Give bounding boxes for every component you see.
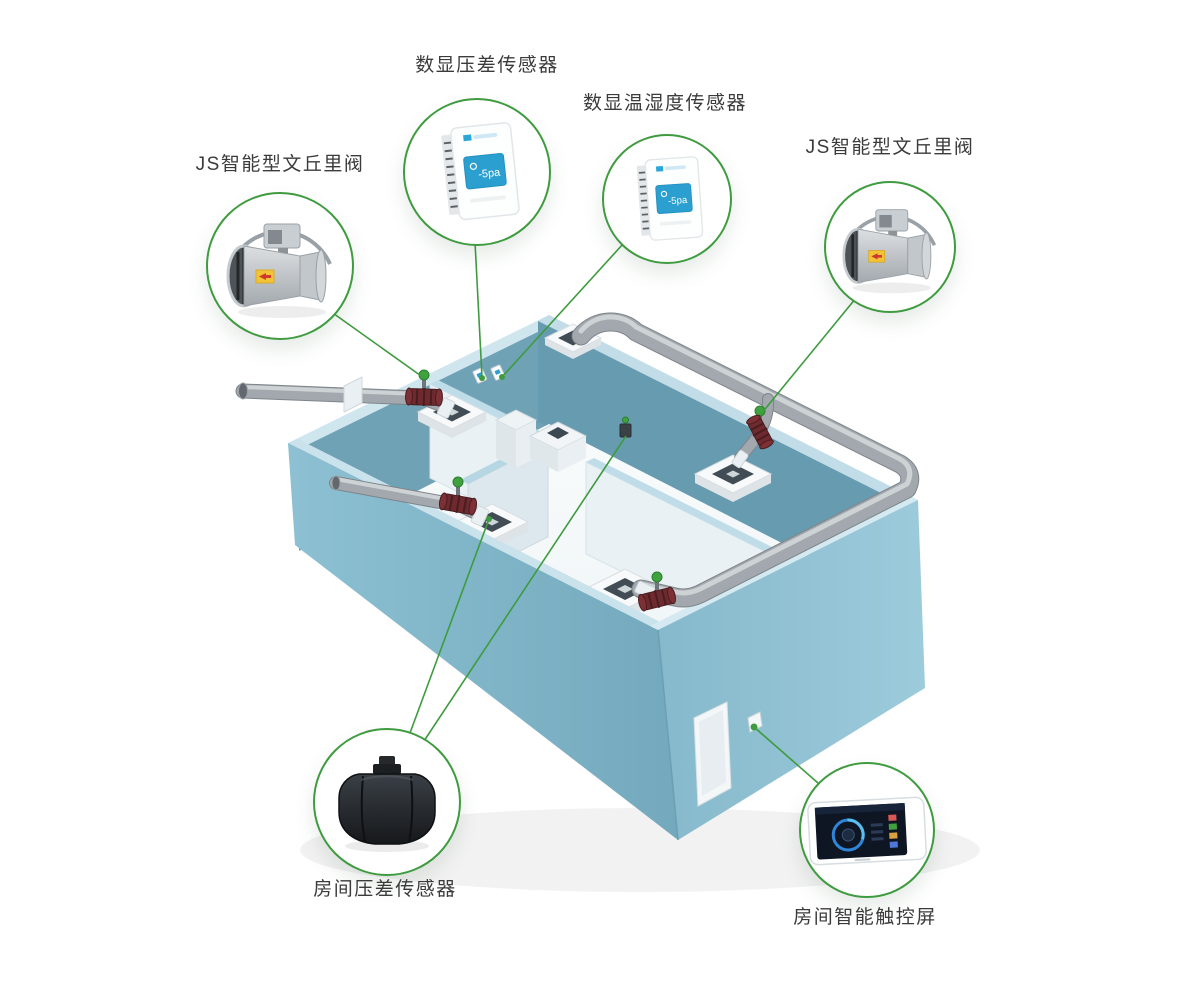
- label-digital-pressure-sensor: 数显压差传感器: [415, 55, 559, 76]
- room-pressure-sensor-image: [338, 756, 436, 852]
- room-valves: [404, 369, 774, 612]
- ahu-box2-slot: [547, 427, 569, 439]
- valve-bottom-middle: [637, 571, 677, 612]
- callout-room-touch-screen: [799, 762, 935, 898]
- label-venturi-valve-right: JS智能型文丘里阀: [805, 137, 975, 158]
- ahu-equipment: [494, 409, 588, 472]
- sensor-screen: [463, 152, 507, 190]
- callout-room-pressure-sensor: [313, 728, 461, 876]
- label-digital-temp-humidity-sensor: 数显温湿度传感器: [582, 93, 747, 114]
- connector-touch-screen: [753, 726, 819, 784]
- sensor-logo: [655, 165, 664, 172]
- digital-temp-humidity-sensor-image: -5pa: [636, 156, 704, 241]
- digital-pressure-sensor-image: -5pa: [441, 122, 520, 221]
- wall-corner-edge: [657, 629, 679, 841]
- valve-top-left: [404, 369, 444, 407]
- wall-top-se: [650, 496, 918, 630]
- valve-right-room: [746, 405, 774, 450]
- venturi-valve-right-image: [842, 209, 937, 294]
- pipe-main-loop: [571, 312, 920, 608]
- connector-room-sensor-2: [423, 435, 627, 742]
- sensor-screen-text: -5pa: [478, 167, 502, 181]
- touch-panel-logo: [854, 858, 871, 862]
- callout-digital-pressure-sensor: -5pa: [403, 98, 551, 246]
- callout-venturi-valve-left: [206, 192, 354, 340]
- ahu-box1-left: [496, 420, 516, 468]
- label-venturi-valve-left: JS智能型文丘里阀: [195, 154, 365, 175]
- label-room-touch-screen: 房间智能触控屏: [793, 907, 937, 928]
- room-touch-screen-image: [807, 796, 927, 866]
- diffuser-right-room: [693, 454, 773, 502]
- venturi-valve-left-image: [226, 223, 332, 318]
- valve-left-middle: [438, 476, 478, 516]
- sensor-logo: [463, 134, 472, 142]
- sensor-screen-text: -5pa: [668, 195, 689, 207]
- partition-sensor: [619, 416, 632, 438]
- wall-collar: [343, 376, 363, 413]
- ahu-box2-left: [530, 436, 558, 472]
- door-panel: [693, 701, 732, 807]
- sensor-body: [338, 773, 436, 845]
- connector-lines: [329, 241, 857, 784]
- label-room-pressure-sensor: 房间压差传感器: [313, 879, 457, 900]
- callout-venturi-valve-right: [824, 181, 956, 313]
- connector-room-sensor-1: [409, 518, 490, 734]
- partition-a2-top: [586, 458, 810, 570]
- connector-temp-humidity-sensor: [501, 243, 624, 378]
- pipe-end-cap: [238, 382, 248, 400]
- ahu-box2-right: [558, 436, 586, 472]
- callout-digital-temp-humidity-sensor: -5pa: [602, 134, 732, 264]
- connector-valve-left: [329, 310, 425, 379]
- pipe-end-cap: [331, 475, 341, 491]
- sensor-gland: [379, 756, 395, 766]
- connector-pressure-sensor: [474, 241, 483, 378]
- wall-outer-sw: [288, 443, 678, 840]
- wall-top-ne: [538, 315, 918, 506]
- connector-valve-right: [760, 297, 857, 415]
